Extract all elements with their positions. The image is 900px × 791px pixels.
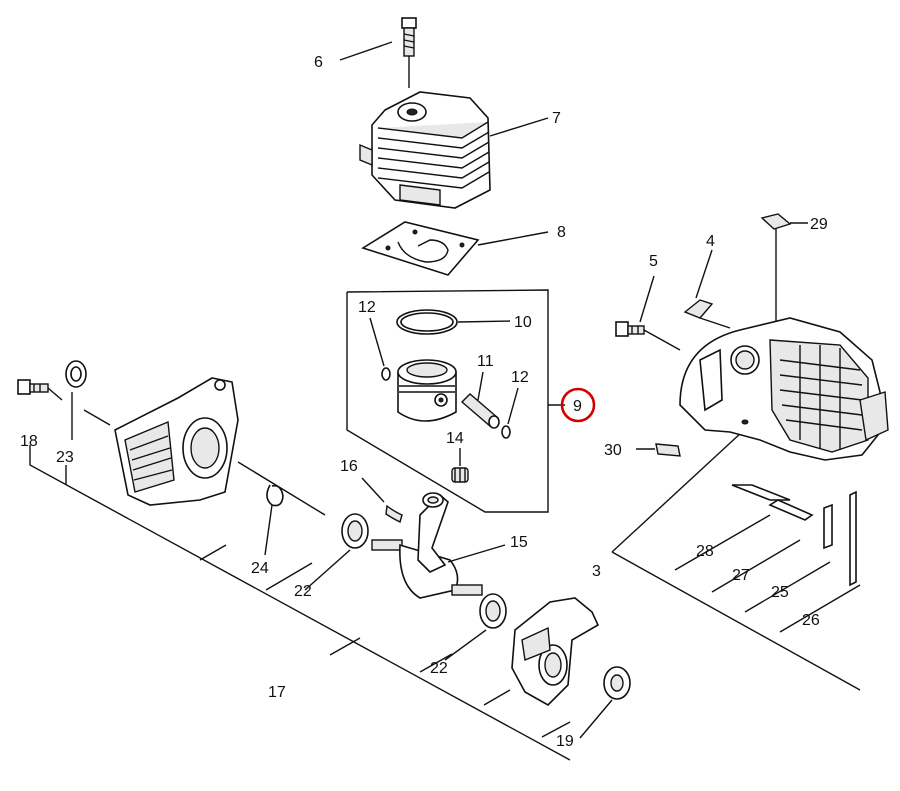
part-6-bolt: [339, 17, 417, 88]
part-5-bolt: [615, 275, 681, 351]
part-8-gasket: [361, 221, 549, 276]
part-12-circlip-left: [369, 317, 391, 381]
part-29-label: [760, 213, 808, 330]
label-16: 16: [340, 458, 358, 475]
part-24-snap-ring: [264, 484, 284, 556]
label-8: 8: [557, 224, 566, 241]
label-11: 11: [477, 353, 494, 370]
part-14-needle-bearing: [451, 448, 469, 483]
part-23-bearing: [65, 360, 111, 440]
label-27: 27: [732, 567, 750, 584]
label-6: 6: [314, 54, 323, 71]
label-26: 26: [802, 612, 820, 629]
piston-kit-group: [346, 289, 565, 513]
label-17: 17: [268, 684, 286, 701]
label-22-upper: 22: [294, 583, 312, 600]
parts-25-28-strips: [731, 484, 857, 587]
label-3: 3: [592, 563, 601, 580]
part-12-circlip-right: [501, 387, 519, 439]
part-22-bearing-lower: [444, 593, 507, 661]
part-11-piston-pin: [460, 371, 500, 429]
label-15: 15: [510, 534, 528, 551]
part-22-bearing-upper: [304, 513, 369, 591]
assembly-rails: [29, 419, 861, 761]
label-9: 9: [573, 398, 582, 415]
label-12-right: 12: [511, 369, 529, 386]
label-10: 10: [514, 314, 532, 331]
label-18: 18: [20, 433, 38, 450]
part-labels: 6 7 8 10 12 11 12 9 14 16 15 18 23 24 22…: [20, 54, 828, 750]
label-12-left: 12: [358, 299, 376, 316]
part-4-decal: [683, 249, 731, 329]
part-7-cylinder: [359, 91, 549, 209]
part-30-label: [636, 443, 681, 457]
label-14: 14: [446, 430, 464, 447]
label-24: 24: [251, 560, 269, 577]
part-17-crankcase-left: [114, 377, 326, 516]
label-5: 5: [649, 253, 658, 270]
label-25: 25: [771, 584, 789, 601]
part-16-woodruff-key: [361, 477, 403, 524]
label-4: 4: [706, 233, 715, 250]
label-23: 23: [56, 449, 74, 466]
part-3-cylinder-cover: [679, 317, 889, 461]
part-18-bolt: [17, 379, 63, 401]
label-22-lower: 22: [430, 660, 448, 677]
part-19-crankcase-right: [511, 597, 631, 739]
label-30: 30: [604, 442, 622, 459]
label-29: 29: [810, 216, 828, 233]
label-7: 7: [552, 110, 561, 127]
part-10-piston-ring: [396, 309, 511, 335]
part-15-crankshaft: [371, 492, 506, 599]
highlight-circle: [560, 387, 596, 423]
label-19: 19: [556, 733, 574, 750]
label-28: 28: [696, 543, 714, 560]
piston: [397, 359, 457, 422]
